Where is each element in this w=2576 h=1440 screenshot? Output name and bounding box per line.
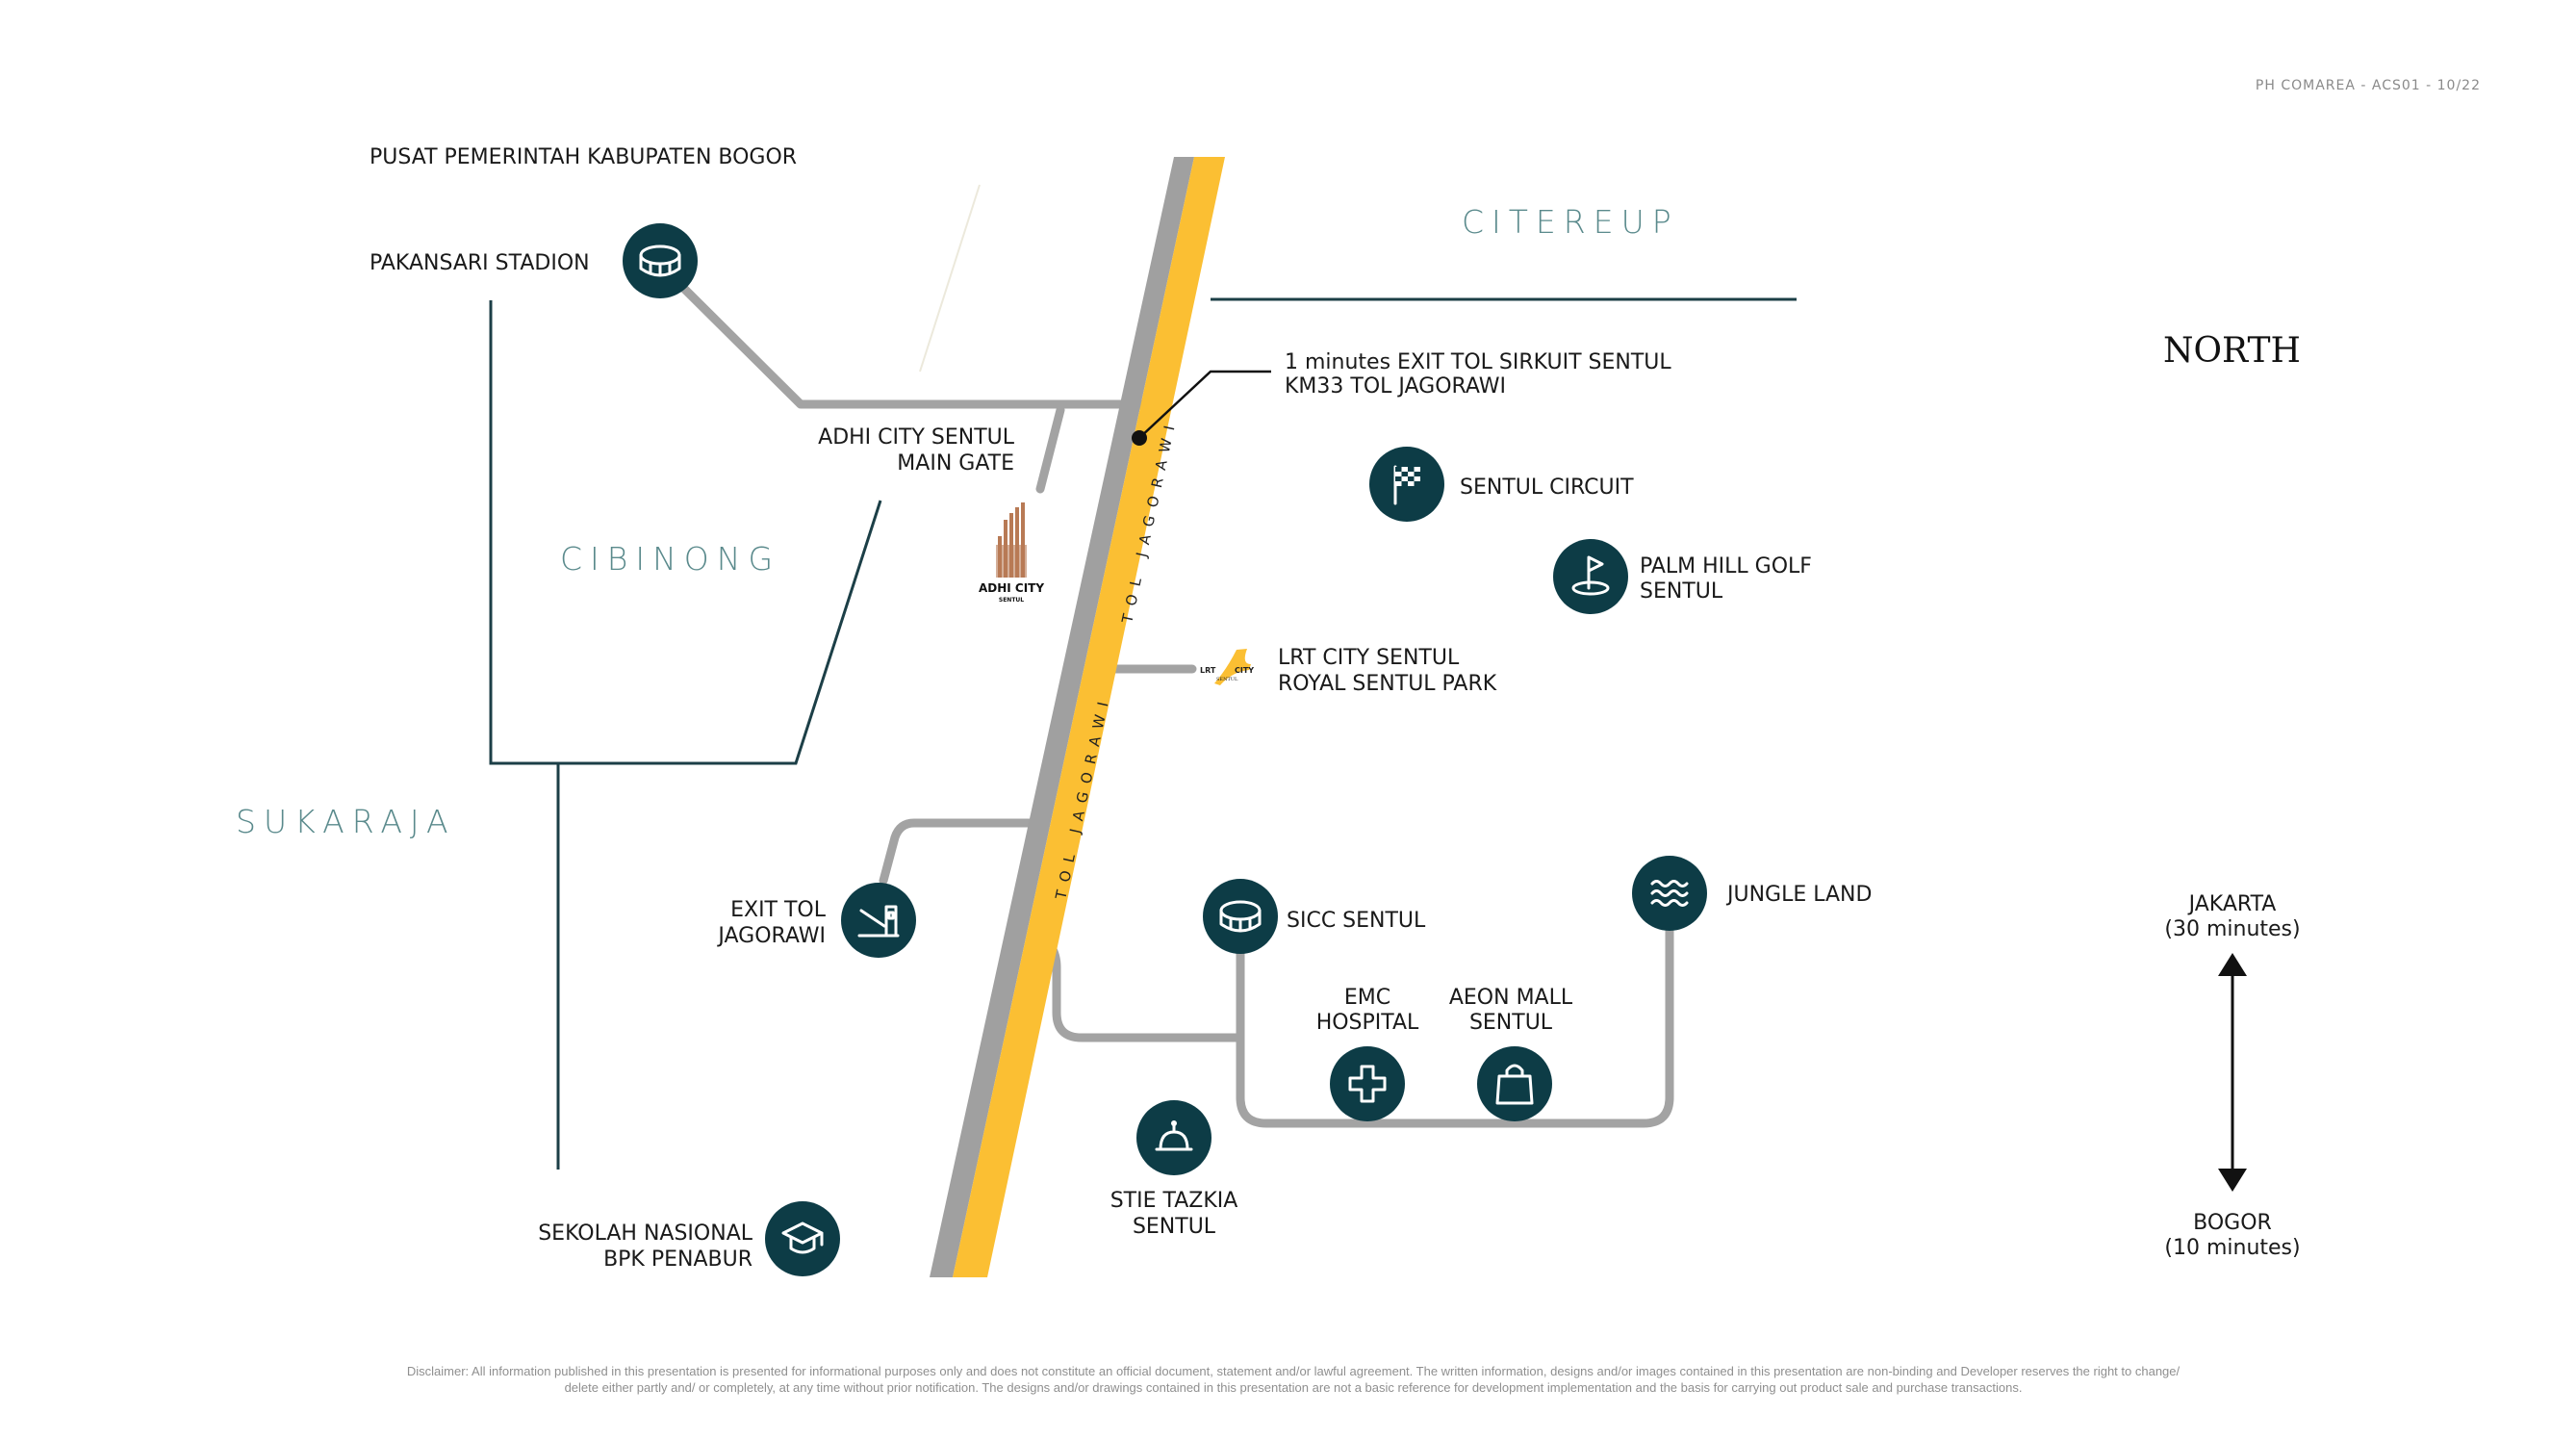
- label-sentul-circuit: SENTUL CIRCUIT: [1460, 476, 1634, 500]
- jakarta-label: JAKARTA: [2187, 892, 2277, 916]
- label-sekolah: SEKOLAH NASIONAL: [538, 1221, 753, 1246]
- label-exit-sirkuit: KM33 TOL JAGORAWI: [1285, 374, 1506, 399]
- label-pusat-pemerintah: PUSAT PEMERINTAH KABUPATEN BOGOR: [370, 145, 797, 169]
- adhi-logo-name: ADHI CITY: [979, 581, 1044, 595]
- road-main-gate: [1035, 405, 1065, 494]
- label-stie: SENTUL: [1133, 1215, 1216, 1239]
- label-lrt: ROYAL SENTUL PARK: [1278, 672, 1497, 696]
- disclaimer-line: Disclaimer: All information published in…: [407, 1364, 2181, 1378]
- golf-flag-icon: [1553, 539, 1628, 614]
- label-stie: STIE TAZKIA: [1110, 1189, 1238, 1213]
- label-exit-tol: JAGORAWI: [716, 924, 826, 948]
- shopping-bag-icon: [1477, 1046, 1552, 1121]
- lrt-logo-right: CITY: [1235, 666, 1254, 675]
- mosque-dome-icon: [1136, 1100, 1211, 1175]
- adhi-logo-sub: SENTUL: [999, 597, 1024, 604]
- faint-line: [919, 184, 981, 373]
- label-sicc: SICC SENTUL: [1287, 909, 1426, 933]
- exit-leader-line: [1138, 370, 1271, 439]
- label-palm-hill: PALM HILL GOLF: [1640, 554, 1812, 579]
- label-emc: HOSPITAL: [1316, 1011, 1419, 1035]
- label-palm-hill: SENTUL: [1640, 579, 1723, 604]
- local-roads: [655, 260, 1674, 1128]
- bogor-label: BOGOR: [2193, 1211, 2272, 1235]
- graduation-cap-icon: [765, 1201, 840, 1276]
- lrt-city-logo: LRT CITY SENTUL: [1200, 649, 1254, 685]
- place-labels: PUSAT PEMERINTAH KABUPATEN BOGOR PAKANSA…: [370, 145, 1872, 1272]
- toll-road-gray-lane: [930, 157, 1194, 1277]
- toll-gate-icon: [841, 883, 916, 958]
- hospital-cross-icon: [1330, 1046, 1405, 1121]
- waves-icon: [1632, 856, 1707, 931]
- adhi-city-logo: ADHI CITY SENTUL: [979, 502, 1044, 604]
- area-citereup: CITEREUP: [1462, 203, 1679, 241]
- label-aeon: SENTUL: [1469, 1011, 1553, 1035]
- label-emc: EMC: [1344, 986, 1390, 1010]
- jakarta-time: (30 minutes): [2164, 917, 2300, 941]
- lrt-logo-sub: SENTUL: [1216, 677, 1238, 682]
- area-sukaraja: SUKARAJA: [236, 803, 456, 840]
- checkered-flag-icon: [1369, 447, 1444, 522]
- toll-road-yellow-lane: [953, 157, 1225, 1277]
- road-loop: [1236, 888, 1674, 1128]
- cibinong-boundary: [489, 300, 882, 765]
- label-adhi-gate: MAIN GATE: [897, 451, 1014, 476]
- arrow-up-icon: [2218, 953, 2247, 976]
- north-label: NORTH: [2163, 331, 2301, 371]
- disclaimer-line: delete either partly and/ or completely,…: [565, 1380, 2023, 1395]
- label-exit-tol: EXIT TOL: [730, 898, 827, 922]
- road-exit-tol: [879, 818, 1042, 886]
- label-exit-sirkuit: 1 minutes EXIT TOL SIRKUIT SENTUL: [1285, 350, 1671, 374]
- compass: NORTH JAKARTA (30 minutes) BOGOR (10 min…: [2163, 331, 2301, 1260]
- arrow-down-icon: [2218, 1169, 2247, 1192]
- lrt-logo-left: LRT: [1200, 666, 1216, 675]
- label-sekolah: BPK PENABUR: [603, 1247, 752, 1272]
- road-pakansari: [655, 260, 1149, 409]
- exit-marker: [1132, 430, 1147, 446]
- document-code: PH COMAREA - ACS01 - 10/22: [2256, 78, 2481, 93]
- bogor-time: (10 minutes): [2164, 1236, 2300, 1260]
- stadium-icon: [623, 223, 698, 298]
- stadium-icon: [1203, 879, 1278, 954]
- road-sicc: [1030, 927, 1245, 1042]
- label-aeon: AEON MALL: [1449, 986, 1573, 1010]
- label-lrt: LRT CITY SENTUL: [1278, 646, 1460, 670]
- label-jungle-land: JUNGLE LAND: [1725, 883, 1872, 907]
- district-boundaries: [489, 184, 1797, 1170]
- label-pakansari: PAKANSARI STADION: [370, 251, 590, 275]
- area-cibinong: CIBINONG: [560, 540, 780, 578]
- label-adhi-gate: ADHI CITY SENTUL: [818, 425, 1015, 450]
